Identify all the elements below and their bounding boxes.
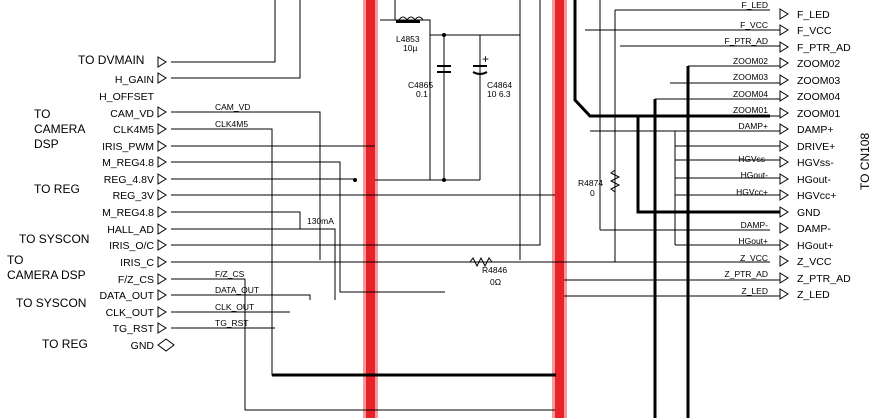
net-tg-rst: TG_RST bbox=[215, 318, 249, 328]
signal-damp-plus: DAMP+ bbox=[797, 124, 833, 136]
net-f-ptr-ad: F_PTR_AD bbox=[725, 36, 768, 46]
signal-clk-out: CLK_OUT bbox=[106, 307, 155, 319]
c4865-ref: C4865 bbox=[408, 80, 433, 90]
signal-gnd-left: GND bbox=[131, 340, 155, 352]
signal-reg-48v: REG_4.8V bbox=[104, 174, 154, 186]
signal-damp-minus: DAMP- bbox=[797, 223, 831, 235]
signal-reg-3v: REG_3V bbox=[113, 190, 154, 202]
signal-f-ptr-ad: F_PTR_AD bbox=[797, 42, 851, 54]
signal-cam-vd: CAM_VD bbox=[110, 108, 154, 120]
signal-hgout-plus: HGout+ bbox=[797, 240, 833, 252]
r4846-ref: R4846 bbox=[482, 265, 507, 275]
left-connector-arrows bbox=[157, 56, 175, 352]
net-z-vcc: Z_VCC bbox=[740, 253, 768, 263]
r4846-value: 0Ω bbox=[490, 277, 501, 287]
signal-clk4m5: CLK4M5 bbox=[113, 124, 154, 136]
left-signal-labels: H_GAIN H_OFFSET CAM_VD CLK4M5 IRIS_PWM M… bbox=[99, 74, 154, 352]
signal-m-reg48-a: M_REG4.8 bbox=[102, 157, 154, 169]
signal-iris-pwm: IRIS_PWM bbox=[102, 141, 154, 153]
net-fz-cs: F/Z_CS bbox=[215, 269, 245, 279]
net-hgout-minus: HGout- bbox=[741, 170, 769, 180]
c4864-ref: C4864 bbox=[487, 80, 512, 90]
net-zoom01: ZOOM01 bbox=[733, 105, 768, 115]
l4853-ref: L4853 bbox=[396, 34, 420, 44]
signal-gnd-right: GND bbox=[797, 207, 821, 219]
signal-iris-oc: IRIS_O/C bbox=[109, 240, 154, 252]
signal-f-vcc: F_VCC bbox=[797, 25, 832, 37]
net-data-out: DATA_OUT bbox=[215, 285, 259, 295]
net-clk-out: CLK_OUT bbox=[215, 302, 254, 312]
group-to-camera-dsp-line2: CAMERA bbox=[34, 122, 85, 136]
net-z-ptr-ad: Z_PTR_AD bbox=[725, 269, 768, 279]
signal-hgvss-minus: HGVss- bbox=[797, 157, 834, 169]
signal-zoom03: ZOOM03 bbox=[797, 75, 840, 87]
signal-z-ptr-ad: Z_PTR_AD bbox=[797, 273, 851, 285]
group-to-syscon-2: TO SYSCON bbox=[16, 296, 86, 310]
c4864-polarity: + bbox=[482, 52, 489, 66]
net-damp-minus: DAMP- bbox=[741, 220, 769, 230]
group-to-reg-2: TO REG bbox=[42, 337, 88, 351]
signal-z-vcc: Z_VCC bbox=[797, 256, 832, 268]
net-hgout-plus: HGout+ bbox=[738, 236, 768, 246]
signal-hgvcc-plus: HGVcc+ bbox=[797, 190, 836, 202]
group-to-camera-dsp-line3: DSP bbox=[34, 137, 59, 151]
net-clk4m5: CLK4M5 bbox=[215, 119, 248, 129]
signal-hall-ad: HALL_AD bbox=[107, 224, 154, 236]
signal-iris-c: IRIS_C bbox=[120, 257, 154, 269]
red-bus-left bbox=[366, 0, 375, 418]
signal-data-out: DATA_OUT bbox=[100, 290, 155, 302]
net-zoom03: ZOOM03 bbox=[733, 72, 768, 82]
net-f-led: F_LED bbox=[742, 0, 768, 10]
signal-h-gain: H_GAIN bbox=[115, 74, 154, 86]
net-f-vcc: F_VCC bbox=[740, 20, 768, 30]
signal-drive-plus: DRIVE+ bbox=[797, 141, 835, 153]
group-to-camera-dsp-line1: TO bbox=[34, 107, 50, 121]
group-to-reg: TO REG bbox=[34, 182, 80, 196]
group-to-camera-dsp-b-line1: TO bbox=[7, 253, 23, 267]
group-to-camera-dsp-b-line2: CAMERA DSP bbox=[7, 268, 86, 282]
signal-zoom04: ZOOM04 bbox=[797, 91, 840, 103]
current-annotation: 130mA bbox=[307, 216, 334, 226]
c4864-value: 10 6.3 bbox=[487, 89, 511, 99]
group-to-syscon: TO SYSCON bbox=[19, 232, 89, 246]
signal-fz-cs: F/Z_CS bbox=[118, 274, 154, 286]
group-to-dvmain: TO DVMAIN bbox=[78, 53, 144, 67]
red-bus-right bbox=[555, 0, 564, 418]
net-hgvcc-plus: HGVcc+ bbox=[736, 187, 768, 197]
signal-zoom02: ZOOM02 bbox=[797, 58, 840, 70]
r4874-value: 0 bbox=[590, 188, 595, 198]
net-zoom04: ZOOM04 bbox=[733, 89, 768, 99]
right-net-labels: F_LED F_VCC F_PTR_AD ZOOM02 ZOOM03 ZOOM0… bbox=[725, 0, 769, 296]
r4874-ref: R4874 bbox=[578, 178, 603, 188]
signal-h-offset: H_OFFSET bbox=[99, 91, 154, 103]
signal-m-reg48-b: M_REG4.8 bbox=[102, 207, 154, 219]
signal-f-led: F_LED bbox=[797, 9, 830, 21]
net-z-led: Z_LED bbox=[742, 286, 768, 296]
net-damp-plus: DAMP+ bbox=[738, 121, 768, 131]
group-to-cn108: TO CN108 bbox=[858, 133, 872, 190]
right-signal-labels: F_LED F_VCC F_PTR_AD ZOOM02 ZOOM03 ZOOM0… bbox=[797, 9, 851, 301]
net-hgvss-minus: HGVss- bbox=[738, 154, 768, 164]
right-connector-arrows bbox=[779, 8, 789, 300]
c4865-value: 0.1 bbox=[416, 89, 428, 99]
signal-z-led: Z_LED bbox=[797, 289, 830, 301]
l4853-value: 10µ bbox=[403, 43, 417, 53]
net-zoom02: ZOOM02 bbox=[733, 56, 768, 66]
signal-tg-rst: TG_RST bbox=[113, 323, 155, 335]
signal-zoom01: ZOOM01 bbox=[797, 108, 840, 120]
net-cam-vd: CAM_VD bbox=[215, 102, 250, 112]
signal-hgout-minus: HGout- bbox=[797, 174, 831, 186]
